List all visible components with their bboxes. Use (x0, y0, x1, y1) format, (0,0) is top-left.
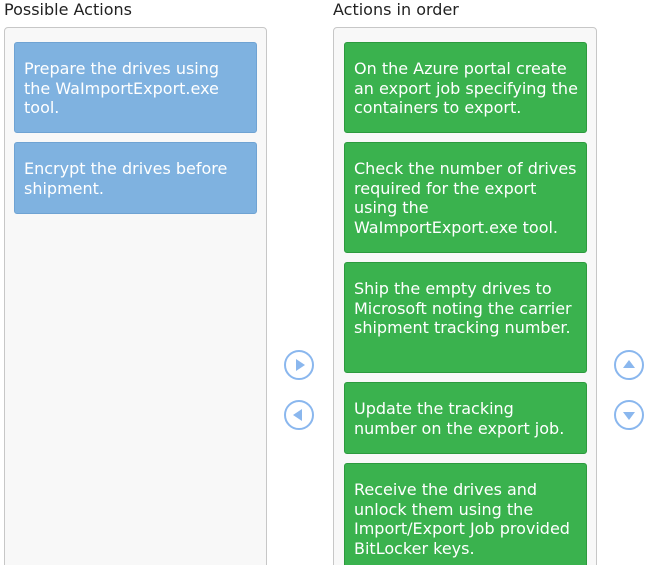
possible-action-item[interactable]: Prepare the drives using the WaImportExp… (14, 42, 257, 133)
possible-actions-heading: Possible Actions (4, 0, 132, 19)
move-left-button[interactable] (284, 400, 314, 430)
ordered-action-item[interactable]: Ship the empty drives to Microsoft notin… (344, 262, 587, 373)
move-right-button[interactable] (284, 350, 314, 380)
possible-action-item[interactable]: Encrypt the drives before shipment. (14, 142, 257, 214)
move-down-button[interactable] (614, 400, 644, 430)
actions-in-order-heading: Actions in order (333, 0, 459, 19)
actions-in-order-list: On the Azure portal create an export job… (333, 27, 597, 565)
chevron-down-icon (623, 412, 635, 420)
move-up-button[interactable] (614, 350, 644, 380)
ordered-action-item[interactable]: Receive the drives and unlock them using… (344, 463, 587, 565)
chevron-right-icon (296, 359, 305, 371)
chevron-left-icon (293, 409, 302, 421)
ordered-action-item[interactable]: Check the number of drives required for … (344, 142, 587, 253)
possible-actions-list: Prepare the drives using the WaImportExp… (4, 27, 267, 565)
chevron-up-icon (623, 360, 635, 368)
ordered-action-item[interactable]: Update the tracking number on the export… (344, 382, 587, 454)
ordered-action-item[interactable]: On the Azure portal create an export job… (344, 42, 587, 133)
